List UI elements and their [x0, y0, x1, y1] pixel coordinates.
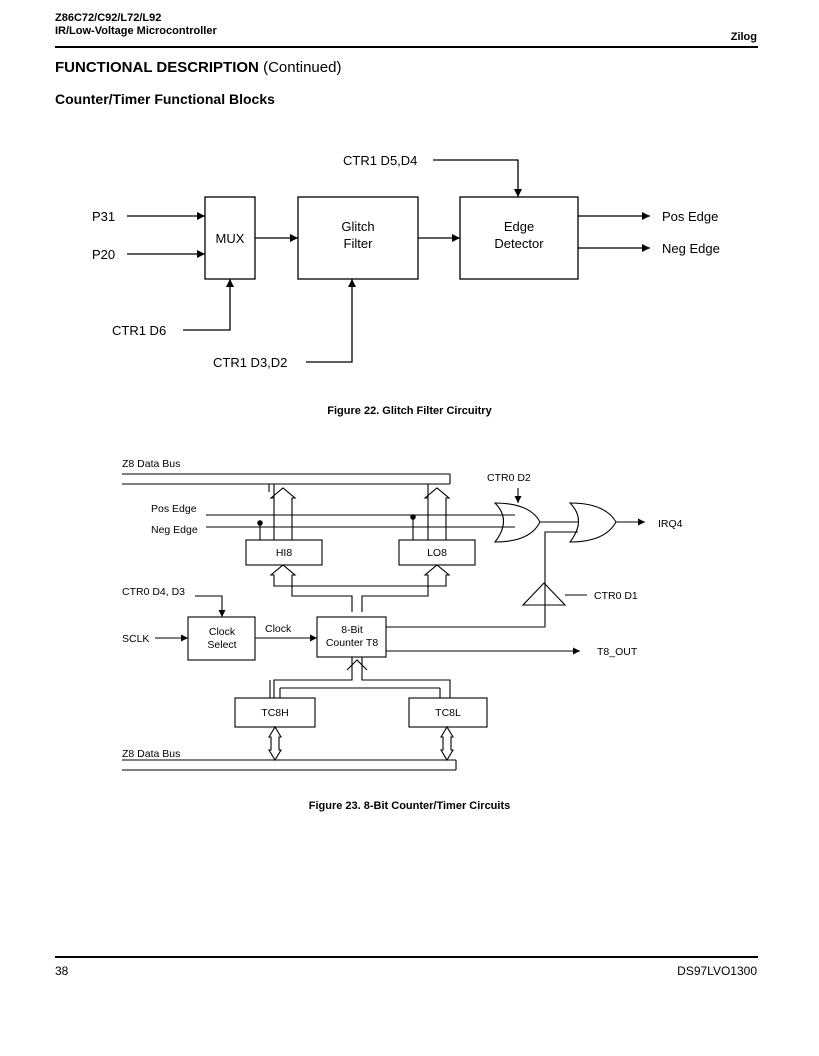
label-ctr1-d6: CTR1 D6 — [112, 323, 166, 338]
tc8l-bus-arrow — [440, 725, 454, 762]
header-rule — [55, 46, 758, 48]
label-glitch: Glitch — [341, 219, 374, 234]
label-pos-edge: Pos Edge — [662, 209, 718, 224]
label-ctr0-d2: CTR0 D2 — [487, 472, 531, 484]
tc8l-box — [408, 697, 488, 728]
label-t8-out: T8_OUT — [597, 646, 638, 658]
label-neg-edge: Neg Edge — [151, 524, 198, 536]
label-clock-select-2: Select — [207, 639, 236, 651]
label-tc8h: TC8H — [261, 707, 288, 719]
label-edge: Edge — [504, 219, 534, 234]
section-subtitle: Counter/Timer Functional Blocks — [55, 91, 275, 107]
part-numbers: Z86C72/C92/L72/L92 — [55, 12, 162, 24]
document-subtitle: IR/Low-Voltage Microcontroller — [55, 25, 217, 37]
label-mux: MUX — [216, 231, 245, 246]
label-tc8l: TC8L — [435, 707, 461, 719]
company-name: Zilog — [730, 31, 757, 43]
label-clock-select-1: Clock — [209, 626, 236, 638]
label-lo8: LO8 — [427, 547, 447, 559]
section-title-bold: FUNCTIONAL DESCRIPTION — [55, 59, 259, 76]
figure-23-caption: Figure 23. 8-Bit Counter/Timer Circuits — [308, 800, 511, 812]
label-filter: Filter — [344, 236, 374, 251]
label-ctr1-d3d2: CTR1 D3,D2 — [213, 355, 287, 370]
label-z8-data-bus-bottom: Z8 Data Bus — [122, 748, 180, 760]
label-sclk: SCLK — [122, 633, 149, 645]
buffer-triangle — [521, 582, 567, 606]
label-neg-edge: Neg Edge — [662, 241, 720, 256]
tc8h-bus-arrow — [268, 725, 282, 762]
label-hi8: HI8 — [276, 547, 293, 559]
or-gate-2 — [568, 502, 617, 543]
figure-22-caption: Figure 22. Glitch Filter Circuitry — [327, 405, 492, 417]
footer-rule — [55, 956, 758, 958]
section-title: FUNCTIONAL DESCRIPTION (Continued) — [55, 59, 341, 76]
or-gate-1 — [493, 502, 541, 543]
label-clock: Clock — [265, 623, 292, 635]
label-detector: Detector — [494, 236, 544, 251]
label-z8-data-bus-top: Z8 Data Bus — [122, 458, 180, 470]
section-title-continued: (Continued) — [263, 59, 342, 76]
label-counter-1: 8-Bit — [341, 624, 363, 636]
label-irq4: IRQ4 — [658, 518, 683, 530]
document-id: DS97LVO1300 — [677, 964, 757, 978]
label-p20: P20 — [92, 247, 115, 262]
figure-23-counter-timer-diagram: Z8 Data Bus CTR0 D2 Pos Edge Neg Edge IR… — [122, 458, 683, 771]
label-ctr0-d1: CTR0 D1 — [594, 590, 638, 602]
label-pos-edge: Pos Edge — [151, 503, 197, 515]
page-number: 38 — [55, 964, 69, 978]
figure-22-glitch-filter-diagram: CTR1 D5,D4 P31 P20 MUX Glitch Filter Edg… — [92, 153, 720, 370]
label-counter-2: Counter T8 — [326, 637, 378, 649]
label-ctr0-d4d3: CTR0 D4, D3 — [122, 586, 185, 598]
label-ctr1-d5d4: CTR1 D5,D4 — [343, 153, 417, 168]
label-p31: P31 — [92, 209, 115, 224]
hi8-box — [245, 539, 323, 566]
